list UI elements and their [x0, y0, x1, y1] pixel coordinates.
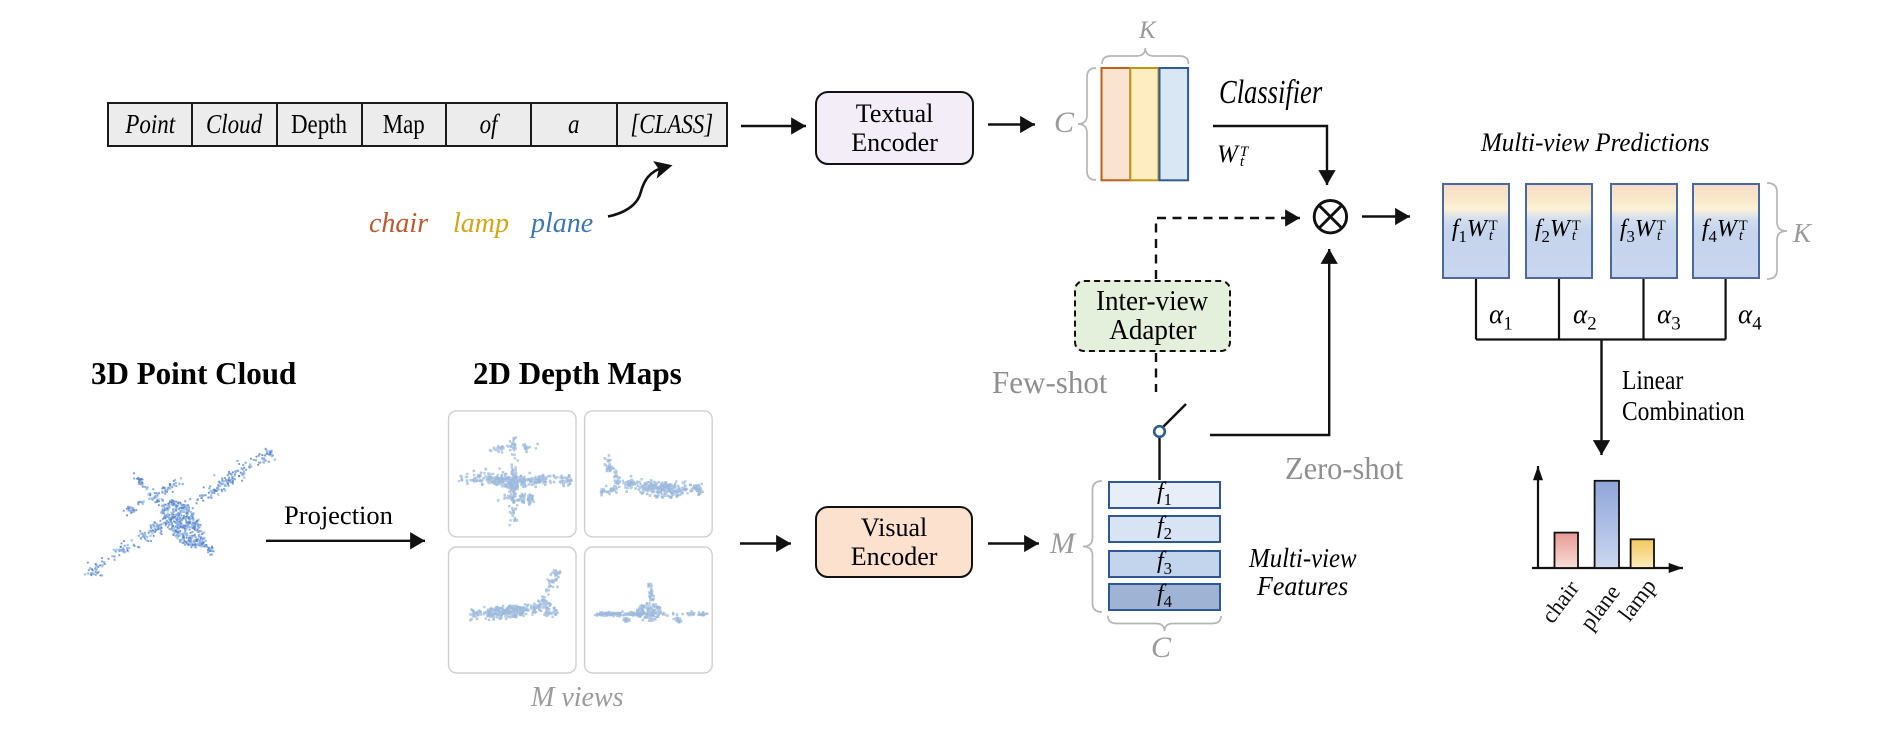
svg-text:lamp: lamp — [1613, 574, 1661, 626]
